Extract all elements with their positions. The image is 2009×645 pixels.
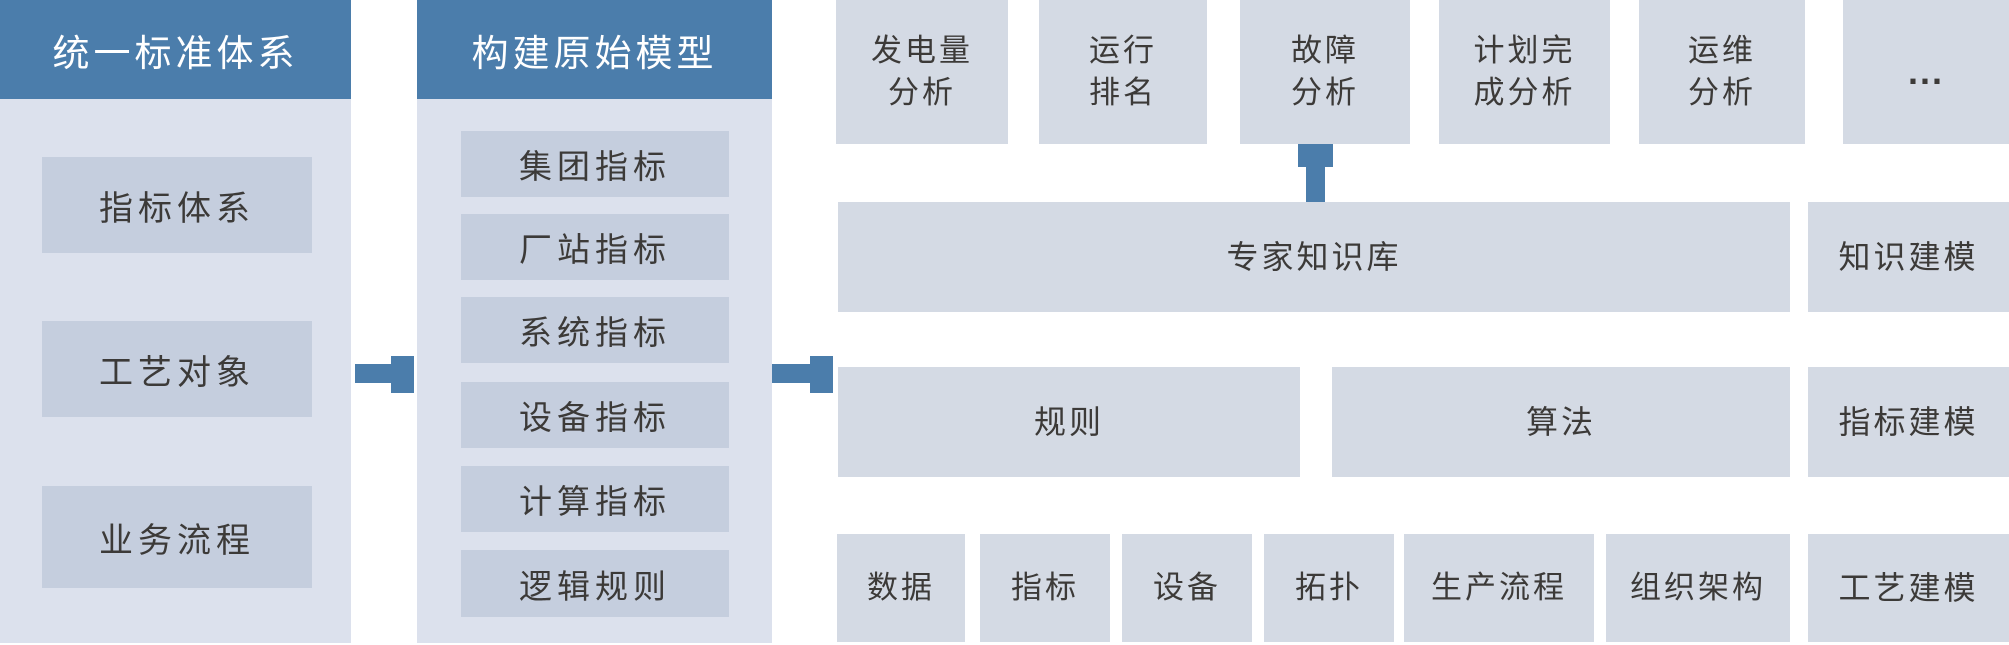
calculation-indicator-box: 计算指标 [461,466,729,532]
operation-maintenance-analysis-box: 运维 分析 [1639,0,1805,144]
process-modeling-box: 工艺建模 [1808,534,2009,642]
knowledge-modeling-box: 知识建模 [1808,202,2009,312]
algorithm-box: 算法 [1332,367,1790,477]
production-process-box: 生产流程 [1404,534,1594,642]
up-arrow-head [1298,144,1333,167]
indicator-modeling-box: 指标建模 [1808,367,2009,477]
device-box: 设备 [1122,534,1252,642]
indicator-system-box: 指标体系 [42,157,312,253]
topology-box: 拓扑 [1264,534,1394,642]
more-analysis-box: ... [1843,0,2009,144]
plan-completion-analysis-box: 计划完 成分析 [1439,0,1610,144]
power-generation-analysis-box: 发电量 分析 [836,0,1008,144]
indicator-box: 指标 [980,534,1110,642]
logic-rule-box: 逻辑规则 [461,550,729,617]
business-process-box: 业务流程 [42,486,312,588]
operation-ranking-box: 运行 排名 [1039,0,1207,144]
expert-knowledge-base-box: 专家知识库 [838,202,1790,312]
standard-system-header: 统一标准体系 [0,0,351,99]
original-model-header: 构建原始模型 [417,0,772,99]
fault-analysis-box: 故障 分析 [1240,0,1410,144]
up-arrow-stem [1306,167,1325,203]
right-arrow-head [810,356,833,393]
group-indicator-box: 集团指标 [461,131,729,197]
plant-indicator-box: 厂站指标 [461,214,729,280]
process-object-box: 工艺对象 [42,321,312,417]
data-box: 数据 [837,534,965,642]
organization-structure-box: 组织架构 [1606,534,1790,642]
rules-box: 规则 [838,367,1300,477]
system-indicator-box: 系统指标 [461,297,729,363]
right-arrow-head [391,356,414,393]
right-arrow-bar [772,364,810,383]
device-indicator-box: 设备指标 [461,382,729,448]
right-arrow-bar [355,364,391,383]
